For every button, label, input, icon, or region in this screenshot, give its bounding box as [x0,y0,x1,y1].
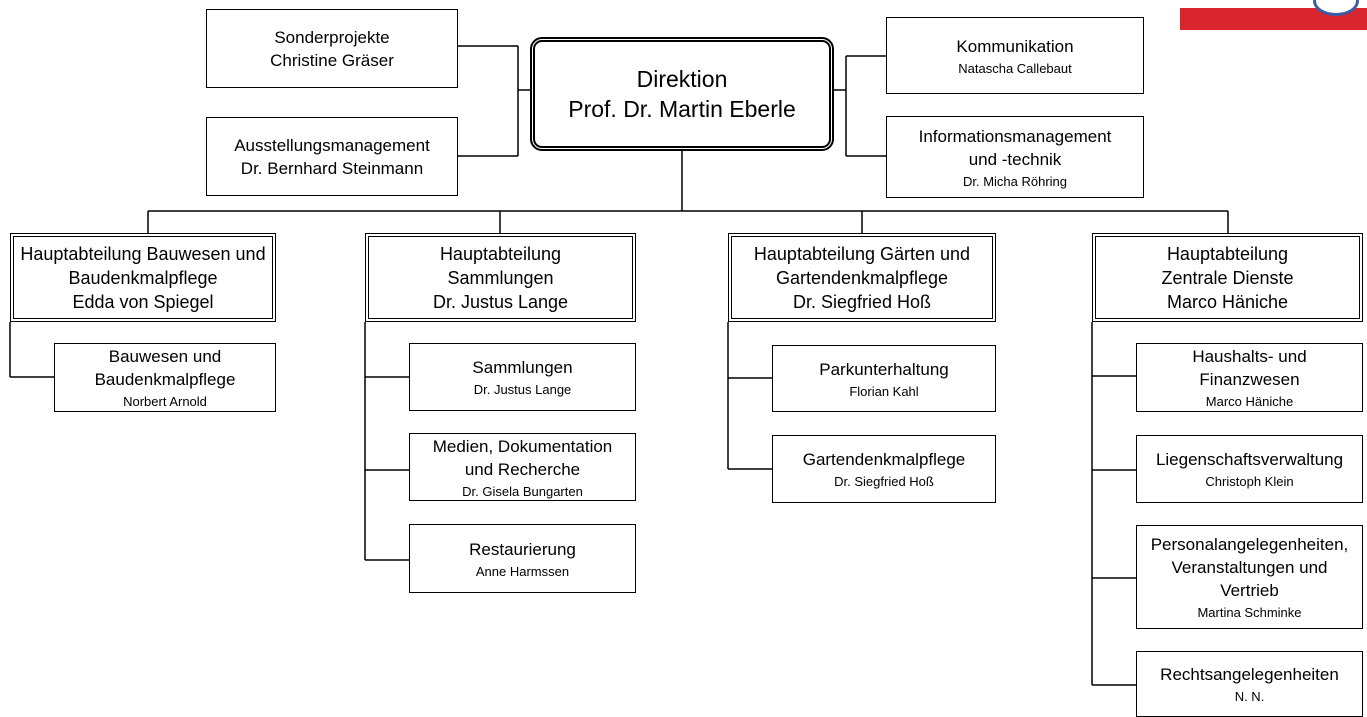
unit-box: Rechtsangelegenheiten N. N. [1136,651,1363,717]
unit-title: Rechtsangelegenheiten [1160,665,1339,684]
unit-title: Restaurierung [469,539,576,559]
direktion-title: Direktion [636,66,728,92]
hauptabteilung-bauwesen-title: Hauptabteilung Bauwesen und Baudenkmalpf… [20,243,266,288]
informationsmanagement-box: Informationsmanagement und -technik Dr. … [886,116,1144,198]
ausstellung-person: Dr. Bernhard Steinmann [240,158,424,178]
unit-person: Marco Häniche [1205,394,1294,409]
unit-title: Medien, Dokumentation und Recherche [432,436,613,479]
unit-title: Liegenschaftsverwaltung [1155,450,1344,469]
kommunikation-box: Kommunikation Natascha Callebaut [886,17,1144,94]
unit-title: Personalangelegenheiten, Veranstaltungen… [1150,535,1349,600]
unit-title: Gartendenkmalpflege [802,450,966,469]
unit-person: Martina Schminke [1197,605,1302,620]
unit-person: N. N. [1234,689,1265,704]
logo-red-bar [1180,8,1367,30]
hauptabteilung-bauwesen-box: Hauptabteilung Bauwesen und Baudenkmalpf… [10,233,276,322]
unit-title: Parkunterhaltung [819,359,949,379]
hauptabteilung-gaerten-box: Hauptabteilung Gärten und Gartendenkmalp… [728,233,996,322]
unit-box: Sammlungen Dr. Justus Lange [409,343,636,411]
unit-box: Liegenschaftsverwaltung Christoph Klein [1136,435,1363,503]
unit-title: Bauwesen und Baudenkmalpflege [94,347,236,389]
sonderprojekte-box: Sonderprojekte Christine Gräser [206,9,458,88]
unit-box: Parkunterhaltung Florian Kahl [772,345,996,412]
unit-person: Dr. Siegfried Hoß [834,474,934,489]
unit-title: Sammlungen [472,358,573,377]
unit-person: Anne Harmssen [475,563,570,579]
unit-person: Norbert Arnold [123,394,207,409]
unit-person: Dr. Gisela Bungarten [462,483,583,499]
hauptabteilung-zentrale-box: Hauptabteilung Zentrale Dienste Marco Hä… [1092,233,1363,322]
informationsmanagement-person: Dr. Micha Röhring [962,173,1068,189]
kommunikation-person: Natascha Callebaut [958,60,1072,76]
unit-box: Haushalts- und Finanzwesen Marco Häniche [1136,343,1363,412]
ausstellung-box: Ausstellungsmanagement Dr. Bernhard Stei… [206,117,458,196]
unit-person: Florian Kahl [849,383,919,399]
ausstellung-title: Ausstellungsmanagement [234,135,430,155]
informationsmanagement-title: Informationsmanagement und -technik [918,126,1112,169]
unit-box: Personalangelegenheiten, Veranstaltungen… [1136,525,1363,629]
unit-person: Dr. Justus Lange [473,382,572,397]
unit-box: Gartendenkmalpflege Dr. Siegfried Hoß [772,435,996,503]
hauptabteilung-sammlungen-person: Dr. Justus Lange [432,291,569,312]
unit-box: Medien, Dokumentation und Recherche Dr. … [409,433,636,501]
hauptabteilung-zentrale-person: Marco Häniche [1166,291,1289,312]
hauptabteilung-sammlungen-box: Hauptabteilung Sammlungen Dr. Justus Lan… [365,233,636,322]
sonderprojekte-title: Sonderprojekte [274,27,390,47]
kommunikation-title: Kommunikation [956,36,1074,56]
direktion-person: Prof. Dr. Martin Eberle [568,96,796,122]
unit-person: Christoph Klein [1205,474,1294,489]
logo [1180,0,1367,30]
sonderprojekte-person: Christine Gräser [270,50,394,70]
unit-title: Haushalts- und Finanzwesen [1192,347,1307,389]
direktion-box: Direktion Prof. Dr. Martin Eberle [530,37,834,151]
unit-box: Bauwesen und Baudenkmalpflege Norbert Ar… [54,343,276,412]
hauptabteilung-bauwesen-person: Edda von Spiegel [72,291,214,312]
hauptabteilung-zentrale-title: Hauptabteilung Zentrale Dienste [1161,243,1294,288]
unit-box: Restaurierung Anne Harmssen [409,524,636,593]
hauptabteilung-sammlungen-title: Hauptabteilung Sammlungen [439,243,562,288]
hauptabteilung-gaerten-title: Hauptabteilung Gärten und Gartendenkmalp… [753,243,971,288]
hauptabteilung-gaerten-person: Dr. Siegfried Hoß [792,291,932,312]
